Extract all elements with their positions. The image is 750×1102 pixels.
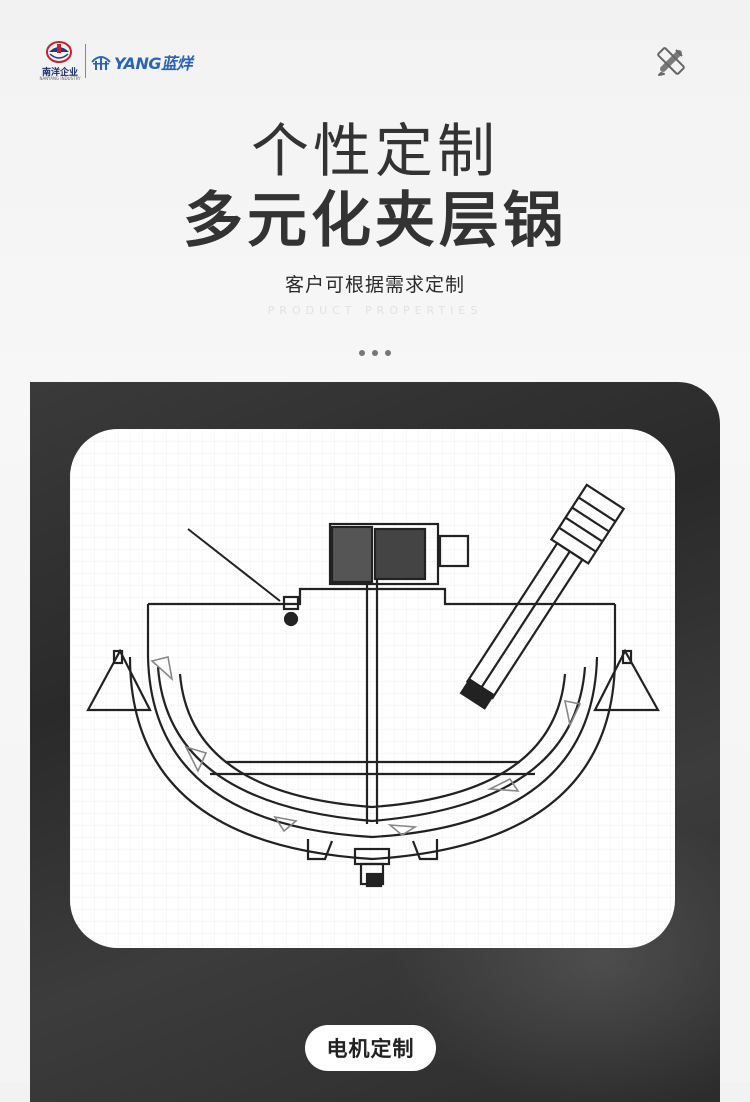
pencil-ruler-icon[interactable] [652,42,690,80]
jacketed-kettle-drawing [70,429,675,948]
lanyang-logo: YANG蓝烊 [90,48,192,76]
lanyang-mark-icon [91,56,111,70]
feature-label: 电机定制 [326,1037,415,1061]
dot [372,350,378,356]
dot [359,350,365,356]
title-line-2: 多元化夹层锅 [183,186,567,256]
kettle-schematic [70,429,675,948]
dot [385,350,391,356]
logo-right-brand: YANG蓝烊 [114,54,192,73]
logo-left-cn: 南洋企业 [41,68,78,78]
pagination-dots [0,350,750,356]
logo-left-en: NANYANG INDUSTRY [39,76,81,81]
feature-label-pill[interactable]: 电机定制 [305,1025,436,1071]
nanyang-logo: 南洋企业 NANYANG INDUSTRY [34,40,84,81]
header: 南洋企业 NANYANG INDUSTRY YANG蓝烊 [0,0,750,100]
subtitle-en: PRODUCT PROPERTIES [267,304,483,317]
subtitle: 客户可根据需求定制 [284,274,465,296]
nanyang-emblem-icon [46,41,72,63]
title-line-1: 个性定制 [250,117,499,185]
logo-divider [85,44,86,78]
